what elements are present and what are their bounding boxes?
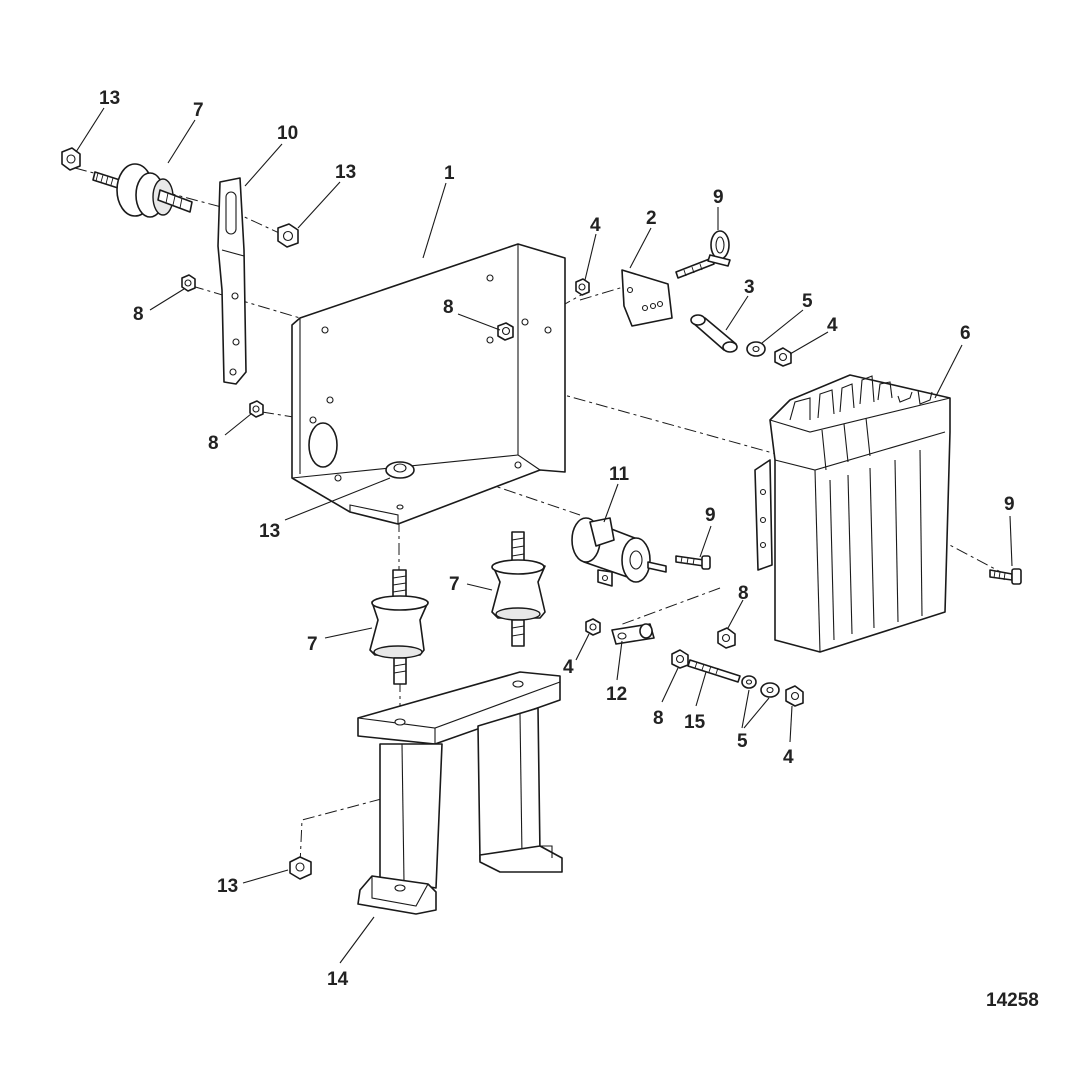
callout-15: 15 [684, 712, 706, 733]
callout-8-lower-left: 8 [208, 433, 219, 454]
callout-13-bottom: 13 [217, 876, 238, 897]
callout-9-right: 9 [1004, 494, 1015, 515]
hex-nut-13-top-left [61, 147, 81, 171]
callout-7-lower-right: 7 [449, 574, 460, 595]
callout-4-lower-left: 4 [563, 657, 574, 678]
nut-4-top [575, 278, 590, 296]
washers-5-lower [741, 675, 780, 698]
link-12 [611, 623, 655, 645]
callout-7-lower-left: 7 [307, 634, 318, 655]
callout-8-bracket: 8 [443, 297, 454, 318]
support-bracket-14 [357, 671, 563, 915]
leader-lines [75, 107, 1013, 964]
callout-14: 14 [327, 969, 349, 990]
callout-13-strap: 13 [335, 162, 356, 183]
callout-10: 10 [277, 123, 298, 144]
callout-4-lower-right: 4 [783, 747, 794, 768]
nut-8-on-bracket [497, 322, 514, 341]
washer-5-upper [746, 341, 766, 357]
rubber-isolator-7-lower-left [369, 569, 429, 685]
relay-11 [571, 517, 667, 587]
spacer-3 [690, 314, 738, 353]
callout-8-upper-left: 8 [133, 304, 144, 325]
screw-9-right [989, 568, 1022, 585]
nut-4-lower-left [585, 618, 601, 636]
callout-labels: 13 7 10 13 1 8 8 8 13 4 2 9 3 5 4 6 9 11… [99, 88, 1015, 990]
callout-12: 12 [606, 684, 627, 705]
nut-8-bottom [671, 649, 689, 669]
callout-6: 6 [960, 323, 971, 344]
callout-4-upper-right: 4 [827, 315, 838, 336]
nut-8-lower-left [249, 400, 264, 418]
eye-bolt-9-top [675, 230, 731, 279]
main-bracket-1 [291, 243, 566, 525]
nut-8-lower-right [717, 627, 736, 649]
rubber-isolator-7-lower-right [491, 531, 546, 647]
control-module-6 [754, 374, 951, 653]
callout-7-upper: 7 [193, 100, 204, 121]
callout-13-top-left: 13 [99, 88, 120, 109]
nut-4-lower-right [785, 685, 804, 707]
small-bracket-2 [621, 269, 673, 327]
callout-11: 11 [609, 464, 630, 485]
callout-5-lower: 5 [737, 731, 748, 752]
figure-number: 14258 [986, 990, 1039, 1011]
strap-bracket-10 [217, 177, 247, 385]
nut-4-upper-right [774, 347, 792, 367]
hex-nut-13-bracket-bottom [385, 461, 415, 479]
callout-1: 1 [444, 163, 455, 184]
callout-9-top: 9 [713, 187, 724, 208]
stud-15 [687, 659, 741, 683]
callout-8-lower-right: 8 [738, 583, 749, 604]
nut-8-upper-left [181, 274, 196, 292]
callout-8-bottom: 8 [653, 708, 664, 729]
callout-4-top: 4 [590, 215, 601, 236]
callout-13-bracket-bottom: 13 [259, 521, 280, 542]
screw-9-relay [675, 555, 711, 570]
hex-nut-13-bottom [289, 856, 312, 880]
rubber-isolator-7-upper [92, 163, 193, 218]
hex-nut-13-strap [277, 223, 299, 248]
callout-5-upper: 5 [802, 291, 813, 312]
callout-3: 3 [744, 277, 755, 298]
callout-2: 2 [646, 208, 657, 229]
callout-9-relay: 9 [705, 505, 716, 526]
